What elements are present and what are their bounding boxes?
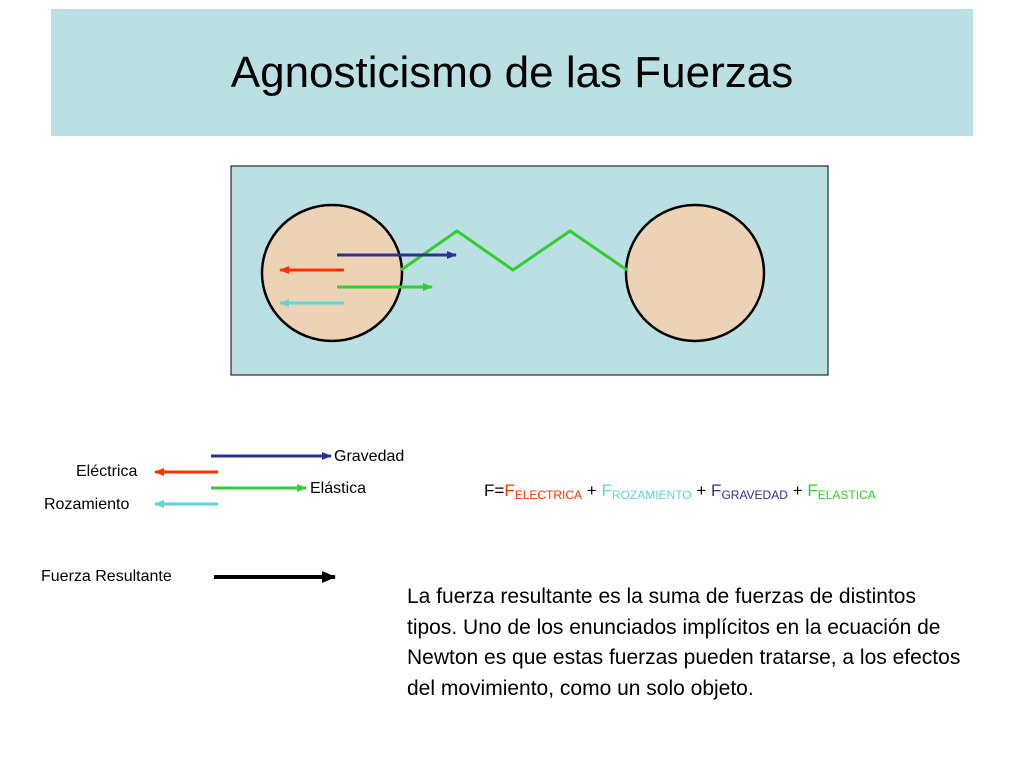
equation-term-gravedad: FGRAVEDAD (711, 481, 788, 502)
equation-term-elastica: FELASTICA (807, 481, 876, 502)
legend-resultante-label: Fuerza Resultante (41, 568, 172, 585)
spring (400, 229, 628, 272)
legend-electrica-label: Eléctrica (76, 463, 138, 480)
equation-term-electrica: FELECTRICA (504, 481, 583, 502)
left-ball (260, 203, 404, 343)
explanation-paragraph: La fuerza resultante es la suma de fuerz… (407, 585, 961, 700)
legend-elastica-label: Elástica (310, 480, 367, 497)
force-equation: F=FELECTRICA + FROZAMIENTO + FGRAVEDAD +… (484, 481, 876, 502)
legend-rozamiento-label: Rozamiento (44, 496, 130, 513)
right-ball (624, 203, 766, 343)
legend-gravedad-label: Gravedad (334, 448, 405, 465)
equation-term-rozamiento: FROZAMIENTO (601, 481, 692, 502)
equation-lhs: F= (484, 481, 505, 500)
title-banner: Agnosticismo de las Fuerzas (51, 9, 973, 136)
slide-title: Agnosticismo de las Fuerzas (230, 47, 794, 97)
